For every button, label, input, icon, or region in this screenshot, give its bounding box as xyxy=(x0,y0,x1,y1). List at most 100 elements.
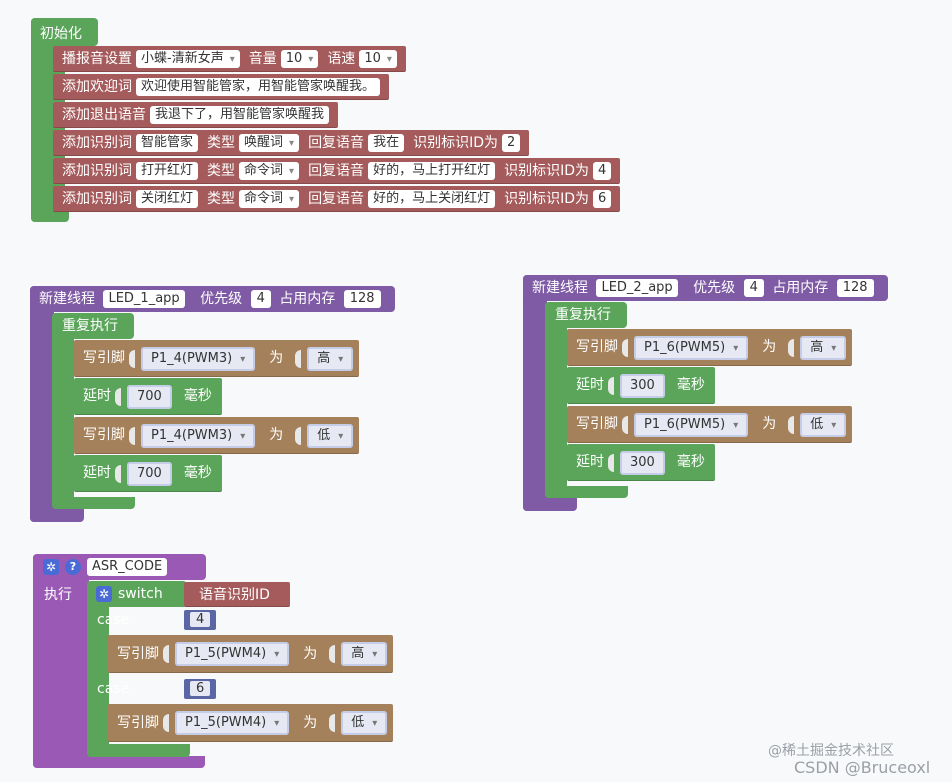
ms-unit-label: 毫秒 xyxy=(676,377,705,393)
gear-icon[interactable]: ✲ xyxy=(43,559,59,575)
thread1-header[interactable]: 新建线程 LED_1_app 优先级 4 占用内存 128 xyxy=(30,286,395,312)
thread2-name-input[interactable]: LED_2_app xyxy=(596,279,678,297)
pin-dropdown[interactable]: P1_5(PWM4) xyxy=(175,711,290,735)
thread1-loop-header[interactable]: 重复执行 xyxy=(52,313,134,339)
init-row-label: 类型 xyxy=(207,135,236,151)
pin-dropdown[interactable]: P1_6(PWM5) xyxy=(634,335,749,360)
write-pin-label: 写引脚 xyxy=(117,646,159,662)
asr-name-input[interactable]: ASR_CODE xyxy=(87,558,168,576)
case-value-input[interactable]: 6 xyxy=(190,681,211,696)
init-row-label: 回复语音 xyxy=(308,135,365,151)
init-row-text-input[interactable]: 关闭红灯 xyxy=(136,190,199,208)
switch-arg[interactable]: 语音识别ID xyxy=(184,582,290,607)
thread2-loop[interactable] xyxy=(545,302,567,498)
init-header[interactable]: 初始化 xyxy=(31,18,98,46)
thread1-loop[interactable] xyxy=(52,313,74,509)
as-label: 为 xyxy=(303,646,318,662)
socket-notch xyxy=(608,453,614,472)
init-row-text-input[interactable]: 智能管家 xyxy=(136,134,199,152)
init-row-label: 类型 xyxy=(207,163,236,179)
case-value-socket: 4 xyxy=(184,610,217,630)
delay-label: 延时 xyxy=(83,388,111,404)
pin-dropdown[interactable]: P1_5(PWM4) xyxy=(175,642,290,666)
init-row-text-input[interactable]: 2 xyxy=(502,134,521,152)
thread2-header[interactable]: 新建线程 LED_2_app 优先级 4 占用内存 128 xyxy=(523,275,888,301)
init-row-dropdown[interactable]: 唤醒词 xyxy=(239,134,300,152)
init-row-text-input[interactable]: 我在 xyxy=(368,134,405,152)
init-row-label: 识别标识ID为 xyxy=(504,191,589,207)
delay-ms-input[interactable]: 700 xyxy=(127,384,172,409)
init-row-text-input[interactable]: 4 xyxy=(593,162,612,180)
init-row-text-input[interactable]: 6 xyxy=(593,190,612,208)
help-icon[interactable]: ? xyxy=(65,559,81,575)
switch-block[interactable] xyxy=(87,581,109,757)
init-row-3[interactable]: 添加退出语音我退下了，用智能管家唤醒我 xyxy=(53,102,339,128)
level-dropdown[interactable]: 高 xyxy=(341,642,388,666)
asr-block[interactable] xyxy=(33,554,89,768)
switch-header[interactable]: ✲ switch xyxy=(87,581,187,607)
init-title: 初始化 xyxy=(40,26,82,42)
level-dropdown[interactable]: 低 xyxy=(341,711,388,735)
as-label: 为 xyxy=(762,416,777,432)
pin-dropdown[interactable]: P1_6(PWM5) xyxy=(634,412,749,437)
level-dropdown[interactable]: 低 xyxy=(800,412,847,437)
thread1-prio-input[interactable]: 4 xyxy=(250,290,271,308)
delay-ms-input[interactable]: 300 xyxy=(620,450,665,475)
as-label: 为 xyxy=(762,339,777,355)
pin-dropdown[interactable]: P1_4(PWM3) xyxy=(141,423,256,448)
init-row-dropdown[interactable]: 10 xyxy=(359,50,397,68)
init-row-label: 回复语音 xyxy=(308,163,365,179)
thread2-mem-input[interactable]: 128 xyxy=(836,279,874,297)
init-row-dropdown[interactable]: 命令词 xyxy=(239,190,300,208)
switch-gear-icon[interactable]: ✲ xyxy=(96,586,112,602)
delay-ms-input[interactable]: 300 xyxy=(620,373,665,398)
init-row-dropdown[interactable]: 小蝶-清新女声 xyxy=(136,50,240,68)
thread1-name-input[interactable]: LED_1_app xyxy=(103,290,185,308)
init-row-dropdown[interactable]: 10 xyxy=(280,50,319,68)
case-label: case xyxy=(97,612,130,628)
thread2-prio-input[interactable]: 4 xyxy=(743,279,764,297)
pin-dropdown[interactable]: P1_4(PWM3) xyxy=(141,346,256,371)
case-value-4[interactable]: 4 xyxy=(184,610,217,630)
thread2-block[interactable] xyxy=(523,275,547,511)
init-row-2[interactable]: 添加欢迎词欢迎使用智能管家，用智能管家唤醒我。 xyxy=(53,74,390,100)
delay-ms-input[interactable]: 700 xyxy=(127,461,172,486)
case-value-6[interactable]: 6 xyxy=(184,679,217,699)
socket-notch xyxy=(129,349,135,368)
init-row-4[interactable]: 添加识别词智能管家类型唤醒词回复语音我在识别标识ID为2 xyxy=(53,130,530,156)
level-dropdown[interactable]: 高 xyxy=(800,335,847,360)
thread1-mem-input[interactable]: 128 xyxy=(343,290,381,308)
init-row-label: 类型 xyxy=(207,191,236,207)
init-row-text-input[interactable]: 好的，马上打开红灯 xyxy=(368,162,496,180)
init-row-text-input[interactable]: 好的，马上关闭红灯 xyxy=(368,190,496,208)
init-row-text-input[interactable]: 我退下了，用智能管家唤醒我 xyxy=(150,106,330,124)
init-row-dropdown[interactable]: 命令词 xyxy=(239,162,300,180)
init-row-text-input[interactable]: 打开红灯 xyxy=(136,162,199,180)
level-dropdown[interactable]: 高 xyxy=(307,346,354,371)
init-row-label: 添加识别词 xyxy=(62,163,132,179)
case-value-input[interactable]: 4 xyxy=(190,612,211,627)
socket-notch xyxy=(129,426,135,445)
level-dropdown[interactable]: 低 xyxy=(307,423,354,448)
case-4-write-pin[interactable]: 写引脚 P1_5(PWM4) 为 高 xyxy=(108,635,394,673)
switch-label: switch xyxy=(118,586,163,602)
thread1-block[interactable] xyxy=(30,286,54,522)
init-row-text-input[interactable]: 欢迎使用智能管家，用智能管家唤醒我。 xyxy=(136,78,381,96)
watermark-line2: CSDN @Bruceoxl xyxy=(794,758,931,777)
thread2-loop-header[interactable]: 重复执行 xyxy=(545,302,627,328)
watermark-line1: @稀土掘金技术社区 xyxy=(768,743,894,759)
asr-header[interactable]: ✲? ASR_CODE xyxy=(33,554,206,580)
ms-unit-label: 毫秒 xyxy=(183,465,212,481)
